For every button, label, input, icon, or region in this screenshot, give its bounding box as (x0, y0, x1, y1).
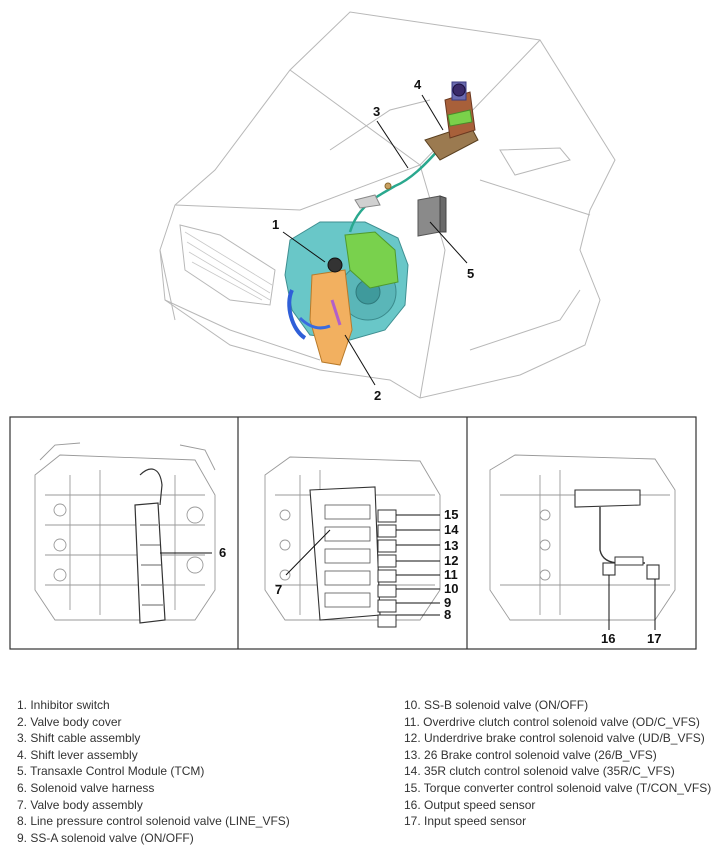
callout-13: 13 (444, 538, 459, 553)
panel-harness (34, 442, 216, 621)
legend-right: 10. SS-B solenoid valve (ON/OFF) 11. Ove… (404, 697, 711, 830)
transaxle-icon (284, 221, 409, 366)
callout-6: 6 (219, 545, 227, 560)
legend-item: 3. Shift cable assembly (17, 731, 141, 746)
callout-17: 17 (647, 631, 662, 646)
legend-item: 15. Torque converter control solenoid va… (404, 780, 712, 795)
callout-1: 1 (272, 217, 280, 232)
legend-item: 12. Underdrive brake control solenoid va… (404, 731, 705, 746)
callout-12: 12 (444, 553, 459, 568)
legend-item: 6. Solenoid valve harness (17, 780, 155, 795)
callout-4: 4 (414, 77, 422, 92)
callout-15: 15 (444, 507, 459, 522)
legend-item: 1. Inhibitor switch (17, 698, 110, 712)
vehicle-illustration (159, 11, 616, 399)
legend-item: 17. Input speed sensor (404, 814, 527, 829)
callout-8: 8 (444, 607, 452, 622)
callout-16: 16 (601, 631, 616, 646)
callout-3: 3 (373, 104, 381, 119)
callout-14: 14 (444, 522, 459, 537)
panel-speed-sensors (489, 454, 676, 621)
callout-10: 10 (444, 581, 459, 596)
callout-5: 5 (467, 266, 475, 281)
callout-2: 2 (374, 388, 382, 403)
tcm-module-icon (417, 195, 447, 237)
legend-item: 9. SS-A solenoid valve (ON/OFF) (17, 830, 194, 845)
legend-item: 2. Valve body cover (17, 714, 122, 729)
legend-left: 1. Inhibitor switch 2. Valve body cover … (17, 697, 290, 846)
callout-9: 9 (444, 595, 452, 610)
detail-panels (9, 416, 697, 650)
legend-item: 10. SS-B solenoid valve (ON/OFF) (404, 698, 589, 712)
callout-11: 11 (444, 567, 458, 582)
legend-item: 13. 26 Brake control solenoid valve (26/… (404, 747, 657, 762)
legend-item: 8. Line pressure control solenoid valve … (17, 814, 290, 829)
shift-lever-icon (424, 81, 479, 161)
legend-item: 5. Transaxle Control Module (TCM) (17, 764, 205, 779)
legend-item: 16. Output speed sensor (404, 797, 536, 812)
legend-item: 14. 35R clutch control solenoid valve (3… (404, 764, 675, 779)
legend-item: 7. Valve body assembly (17, 797, 143, 812)
legend-item: 11. Overdrive clutch control solenoid va… (404, 714, 700, 729)
legend-item: 4. Shift lever assembly (17, 747, 138, 762)
callout-7: 7 (275, 582, 283, 597)
